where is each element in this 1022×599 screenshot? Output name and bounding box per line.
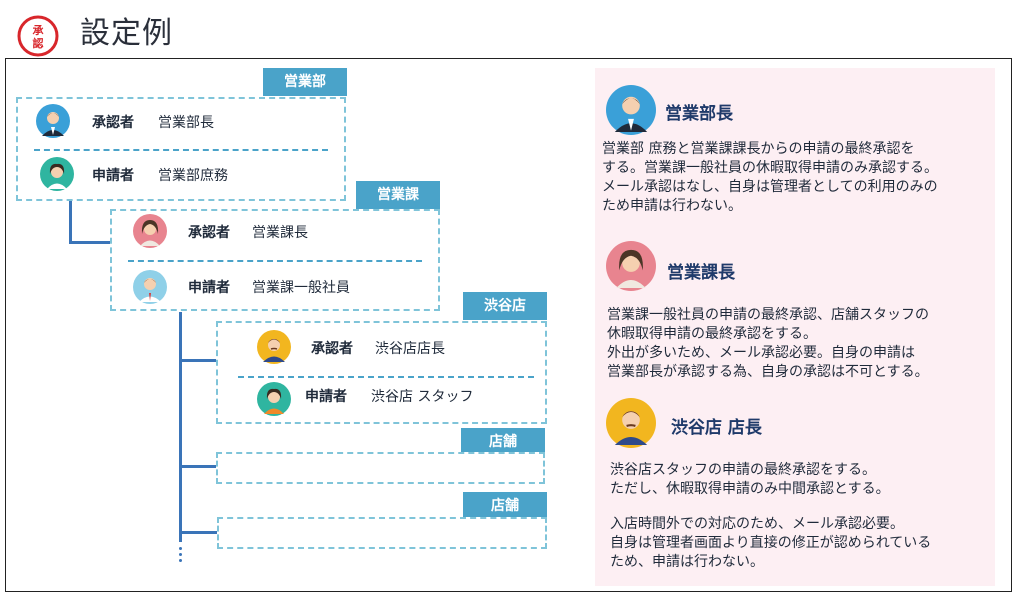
applicant-role-label: 申請者 — [188, 280, 230, 296]
connector-line — [69, 200, 72, 243]
applicant-name: 営業課一般社員 — [252, 280, 350, 296]
manager-avatar-icon — [36, 104, 70, 138]
approver-role-label: 承認者 — [311, 341, 353, 357]
continuation-dot — [179, 559, 182, 562]
tag-store: 店舗 — [461, 428, 545, 456]
tag-sales-dept: 営業部 — [263, 68, 347, 96]
divider — [34, 149, 328, 151]
explanation-panel — [595, 68, 995, 586]
section-title: 営業課長 — [667, 263, 735, 283]
applicant-role-label: 申請者 — [305, 389, 347, 405]
description-line: 営業部長が承認する為、自身の承認は不可とする。 — [607, 364, 929, 380]
description-line: 休暇取得申請の最終承認をする。 — [607, 326, 817, 342]
staff-male-avatar-icon — [133, 270, 167, 304]
connector-line — [69, 241, 111, 244]
section-title: 渋谷店 店長 — [671, 418, 762, 438]
approver-role-label: 承認者 — [188, 225, 230, 241]
org-box-store — [217, 517, 547, 549]
description-line: 営業部 庶務と営業課課長からの申請の最終承認を — [602, 141, 915, 157]
store-manager-avatar-icon — [606, 398, 656, 448]
description-line: 外出が多いため、メール承認必要。自身の申請は — [607, 345, 915, 361]
description-line: 営業課一般社員の申請の最終承認、店舗スタッフの — [607, 307, 929, 323]
continuation-dot — [179, 553, 182, 556]
connector-line — [179, 531, 217, 534]
staff-female-avatar-icon — [40, 157, 74, 191]
org-box-store — [216, 452, 545, 484]
manager-avatar-icon — [606, 85, 656, 135]
description-line: 自身は管理者画面より直接の修正が認められている — [610, 535, 932, 551]
diagram-frame — [5, 58, 1012, 592]
description-line: ため申請は行わない。 — [602, 198, 742, 214]
manager-female-avatar-icon — [133, 214, 167, 248]
approver-name: 営業部長 — [158, 115, 214, 131]
description-line: メール承認はなし、自身は管理者としての利用のみの — [602, 179, 938, 195]
description-line: 入店時間外での対応のため、メール承認必要。 — [610, 516, 904, 532]
connector-line — [179, 359, 217, 362]
applicant-name: 営業部庶務 — [158, 168, 228, 184]
manager-female-avatar-icon — [606, 241, 656, 291]
tag-sales-section: 営業課 — [356, 181, 440, 209]
divider — [238, 376, 534, 378]
description-line: する。営業課一般社員の休暇取得申請のみ承認する。 — [602, 160, 938, 176]
section-title: 営業部長 — [665, 104, 733, 124]
svg-text:承: 承 — [33, 23, 45, 37]
continuation-dot — [179, 547, 182, 550]
svg-text:認: 認 — [33, 36, 44, 50]
description-line: 渋谷店スタッフの申請の最終承認をする。 — [610, 462, 876, 478]
store-manager-avatar-icon — [257, 330, 291, 364]
approver-name: 渋谷店店長 — [375, 341, 445, 357]
applicant-role-label: 申請者 — [92, 168, 134, 184]
approval-stamp-icon: 承 認 — [17, 15, 59, 57]
tag-store: 店舗 — [463, 492, 547, 520]
divider — [128, 260, 422, 262]
approver-role-label: 承認者 — [92, 115, 134, 131]
approver-name: 営業課長 — [252, 225, 308, 241]
description-line: ただし、休暇取得申請のみ中間承認とする。 — [610, 481, 890, 497]
store-staff-avatar-icon — [257, 382, 291, 416]
connector-line — [179, 465, 217, 468]
connector-line — [179, 312, 182, 542]
page-title: 設定例 — [80, 16, 173, 51]
description-line: ため、申請は行わない。 — [610, 554, 764, 570]
applicant-name: 渋谷店 スタッフ — [371, 389, 474, 405]
tag-shibuya: 渋谷店 — [463, 292, 547, 320]
